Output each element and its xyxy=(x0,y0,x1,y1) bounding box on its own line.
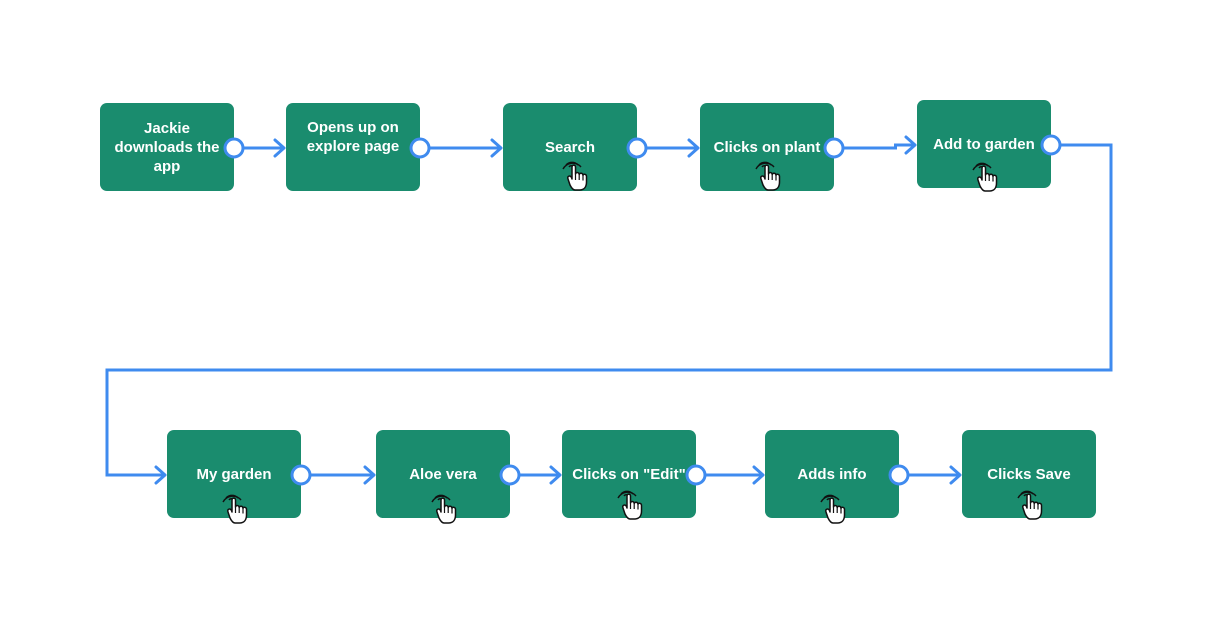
node-clicks-plant[interactable]: Clicks on plant xyxy=(700,103,834,191)
tap-hand-icon xyxy=(617,490,643,520)
arrowhead xyxy=(752,465,765,485)
connector-line xyxy=(834,143,915,150)
connector-port xyxy=(499,464,521,486)
connector-port xyxy=(1040,134,1062,156)
node-add-to-garden[interactable]: Add to garden xyxy=(917,100,1051,192)
tap-hand-icon xyxy=(222,494,248,524)
connector-port xyxy=(626,137,648,159)
node-jackie-downloads[interactable]: Jackie downloads the app xyxy=(100,103,234,191)
arrowhead xyxy=(154,465,167,485)
node-label: Clicks on plant xyxy=(713,138,821,156)
connector-port xyxy=(290,464,312,486)
tap-hand-icon xyxy=(755,161,781,191)
tap-hand-icon xyxy=(562,161,588,191)
connector-port xyxy=(823,137,845,159)
node-aloe-vera[interactable]: Aloe vera xyxy=(376,430,510,524)
node-label: Aloe vera xyxy=(409,465,477,483)
tap-hand-icon xyxy=(431,494,457,524)
node-label: Search xyxy=(544,138,596,156)
node-label: Jackie downloads the app xyxy=(114,119,220,175)
node-adds-info[interactable]: Adds info xyxy=(765,430,899,524)
tap-hand-icon xyxy=(972,162,998,192)
connector-port xyxy=(888,464,910,486)
node-label: Clicks Save xyxy=(987,465,1071,483)
node-label: Opens up on explore page xyxy=(306,119,400,155)
connector-port xyxy=(409,137,431,159)
arrowhead xyxy=(904,135,917,155)
node-label: Adds info xyxy=(797,465,867,483)
node-label: My garden xyxy=(196,465,272,483)
arrowhead xyxy=(949,465,962,485)
arrowhead xyxy=(687,138,700,158)
node-opens-explore[interactable]: Opens up on explore page xyxy=(286,103,420,191)
node-label: Add to garden xyxy=(933,135,1035,153)
connector-line xyxy=(105,143,1113,477)
arrowhead xyxy=(549,465,562,485)
node-my-garden[interactable]: My garden xyxy=(167,430,301,524)
node-clicks-edit[interactable]: Clicks on "Edit" xyxy=(562,430,696,520)
arrowhead xyxy=(273,138,286,158)
arrowhead xyxy=(363,465,376,485)
connector-port xyxy=(223,137,245,159)
connector-port xyxy=(685,464,707,486)
arrowhead xyxy=(490,138,503,158)
tap-hand-icon xyxy=(1017,490,1043,520)
node-search[interactable]: Search xyxy=(503,103,637,191)
node-clicks-save[interactable]: Clicks Save xyxy=(962,430,1096,520)
tap-hand-icon xyxy=(820,494,846,524)
node-label: Clicks on "Edit" xyxy=(572,465,686,483)
